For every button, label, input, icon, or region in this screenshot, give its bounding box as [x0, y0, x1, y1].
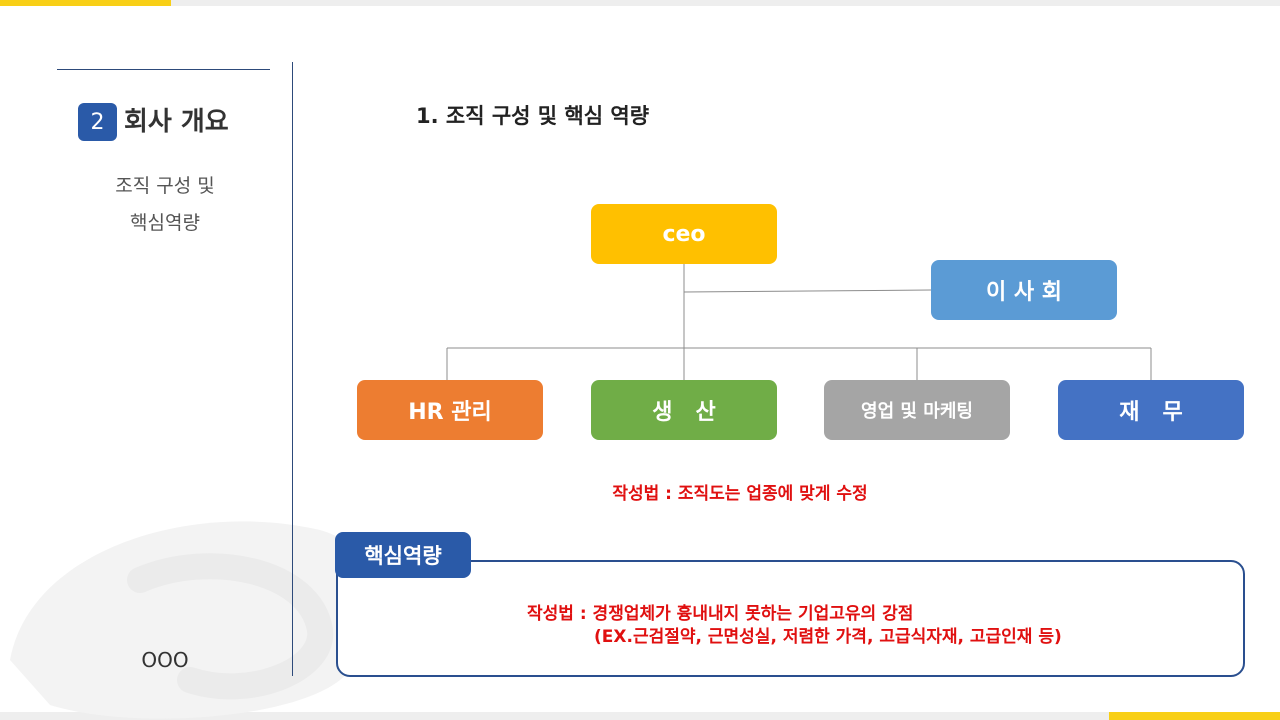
vertical-divider	[292, 62, 293, 676]
org-node-finance: 재 무	[1058, 380, 1244, 440]
core-competency-panel	[336, 560, 1245, 677]
sidebar-subtitle-line2: 핵심역량	[130, 212, 200, 234]
sidebar-divider	[57, 69, 270, 70]
bottom-accent-highlight	[1109, 712, 1280, 720]
org-node-board: 이 사 회	[931, 260, 1117, 320]
org-node-ceo: ceo	[591, 204, 777, 264]
org-chart-instruction: 작성법 : 조직도는 업종에 맞게 수정	[612, 484, 868, 504]
org-node-production: 생 산	[591, 380, 777, 440]
top-accent-bar	[0, 0, 1280, 6]
section-title: 회사 개요	[124, 107, 229, 137]
sidebar-subtitle: 조직 구성 및 핵심역량	[57, 168, 273, 242]
sidebar-subtitle-line1: 조직 구성 및	[115, 175, 215, 197]
top-accent-highlight	[0, 0, 171, 6]
core-competency-examples: (EX.근검절약, 근면성실, 저렴한 가격, 고급식자재, 고급인재 등)	[594, 627, 1062, 647]
org-node-hr: HR 관리	[357, 380, 543, 440]
core-competency-tab: 핵심역량	[335, 532, 471, 578]
sidebar-footer: OOO	[141, 648, 189, 672]
section-number-badge: 2	[78, 103, 117, 141]
org-node-sales-marketing: 영업 및 마케팅	[824, 380, 1010, 440]
core-competency-instruction: 작성법 : 경쟁업체가 흉내내지 못하는 기업고유의 강점	[527, 604, 914, 624]
background-watermark	[10, 521, 380, 719]
bottom-accent-bar	[0, 712, 1280, 720]
page-title: 1. 조직 구성 및 핵심 역량	[416, 104, 650, 128]
